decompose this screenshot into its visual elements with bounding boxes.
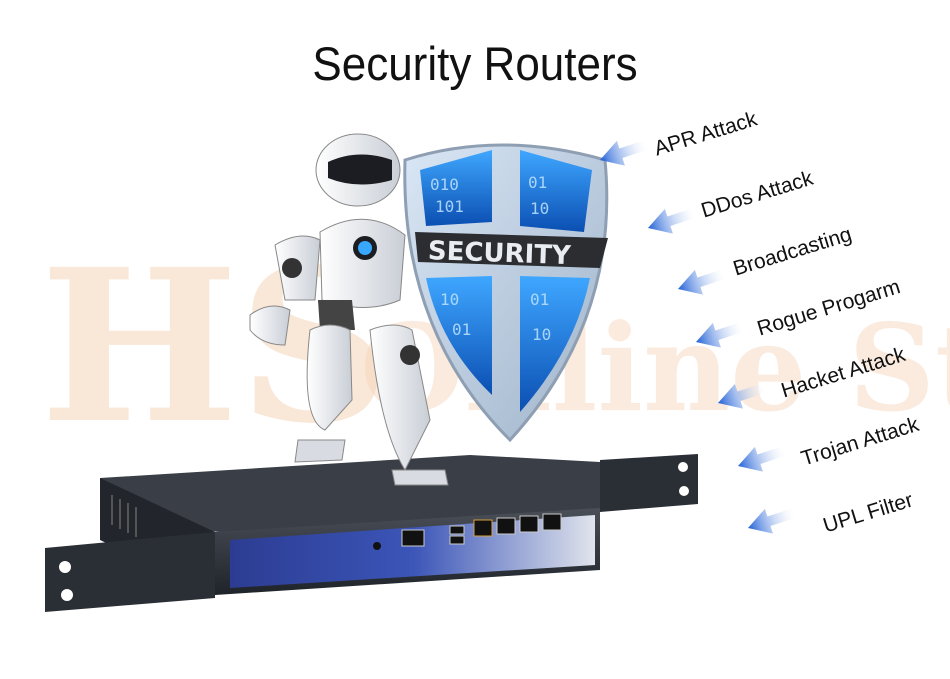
robot-icon — [249, 133, 449, 486]
svg-text:01: 01 — [528, 173, 547, 192]
arrow-icon — [718, 383, 766, 409]
arrow-icon — [678, 269, 726, 295]
svg-text:10: 10 — [530, 199, 549, 218]
svg-text:101: 101 — [435, 197, 464, 216]
arrow-icon — [696, 322, 744, 348]
page-title: Security Routers — [312, 38, 638, 91]
svg-text:10: 10 — [532, 325, 551, 344]
attack-arrows — [600, 140, 796, 534]
router-icon — [45, 454, 698, 612]
svg-text:010: 010 — [430, 175, 459, 194]
svg-text:01: 01 — [530, 290, 549, 309]
shield-icon: 010 101 01 10 10 01 01 10 SECURITY — [403, 143, 609, 443]
svg-text:01: 01 — [452, 320, 471, 339]
arrow-icon — [748, 508, 796, 534]
arrow-icon — [600, 140, 648, 166]
svg-text:10: 10 — [440, 290, 459, 309]
arrow-icon — [648, 208, 696, 234]
arrow-icon — [738, 446, 786, 472]
shield-label: SECURITY — [427, 236, 572, 271]
